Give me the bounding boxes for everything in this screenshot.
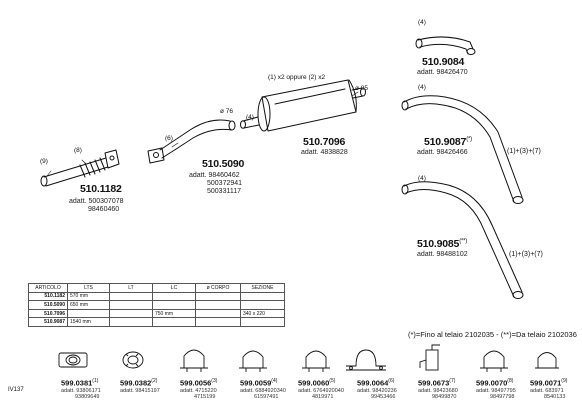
- table-cell: [195, 300, 241, 310]
- tailpipe-510-9085: [401, 181, 524, 299]
- table-cell: 750 mm: [152, 308, 196, 319]
- kit-510-9087: (1)+(3)+(7): [507, 148, 541, 155]
- part-code-510-9087: 510.9087(*): [424, 136, 472, 148]
- tailpipe-510-9084: [415, 36, 476, 55]
- table-cell: 1540 mm: [67, 317, 110, 327]
- table-cell: [152, 317, 196, 327]
- part-adapt-510-7096: adatt. 4838828: [301, 149, 348, 156]
- table-cell: 510.5090: [28, 300, 68, 310]
- table-row: 510.1182 570 mm: [28, 291, 285, 302]
- header-corpo: ø CORPO: [195, 283, 241, 293]
- table-cell: [109, 291, 153, 302]
- table-cell: [240, 317, 285, 327]
- kit-510-9085: (1)+(3)+(7): [509, 251, 543, 258]
- part-adapt-510-9084: adatt. 98426470: [417, 69, 468, 76]
- mid-pipe-510-5090: [147, 119, 236, 164]
- bottom-part-5: 599.0060(5) adatt. 6764920040 4819971: [298, 378, 344, 400]
- callout-4-top: (4): [418, 19, 426, 26]
- table-cell: [109, 308, 153, 319]
- table-cell: [152, 291, 196, 302]
- diameter-76: ø 76: [220, 108, 234, 115]
- callout-6: (6): [165, 135, 173, 142]
- part-code-510-1182: 510.1182: [80, 183, 122, 195]
- part-adapt-510-9085: adatt. 98488102: [417, 251, 468, 258]
- front-pipe-510-1182: [40, 149, 120, 187]
- header-sezione: SEZIONE: [240, 283, 285, 293]
- footer-code: IV137: [8, 387, 24, 393]
- bottom-part-8: 599.0070(8) adatt. 98497795 98497798: [476, 378, 516, 400]
- part-code-510-9084: 510.9084: [422, 56, 465, 68]
- table-cell: [109, 300, 153, 310]
- callout-4-middle: (4): [418, 84, 426, 91]
- bottom-part-2: 599.0382(2) adatt. 98415197: [120, 378, 160, 394]
- table-cell: 650 mm: [67, 300, 110, 310]
- flange-icon: [58, 352, 88, 368]
- part-adapt-510-5090: adatt. 98460462 500372941 500331117: [189, 172, 243, 195]
- callout-4-muffler: (4): [246, 114, 254, 121]
- clamp-icon: [180, 349, 208, 372]
- bottom-part-7: 599.0673(7) adatt. 98423680 98499870: [418, 378, 458, 400]
- diameter-85: ø 85: [355, 85, 369, 92]
- gasket-icon: [122, 351, 144, 369]
- hanger-icon: [419, 344, 440, 371]
- bottom-part-1: 599.0381(1) adatt. 93806171 93809649: [61, 378, 101, 400]
- frame-legend: (*)=Fino al telaio 2102035 - (**)=Da tel…: [408, 330, 577, 339]
- part-adapt-510-1182: adatt. 500307078 98460460: [69, 198, 124, 213]
- table-cell: [109, 317, 153, 327]
- part-adapt-510-9087: adatt. 98426466: [417, 149, 468, 156]
- spec-table: ARTICOLO LTS LT LC ø CORPO SEZIONE 510.1…: [28, 283, 285, 327]
- part-code-510-5090: 510.5090: [202, 158, 245, 170]
- clamp-icon: [302, 350, 330, 372]
- table-cell: 510.1182: [28, 291, 68, 302]
- header-lc: LC: [152, 283, 196, 293]
- table-cell: 510.9087: [28, 317, 68, 327]
- clamp-icon: [239, 350, 267, 372]
- clamp-icon: [535, 352, 559, 369]
- table-cell: 340 x 220: [240, 308, 285, 319]
- part-code-510-7096: 510.7096: [303, 136, 346, 148]
- table-cell: [240, 291, 285, 302]
- callout-4-bottom: (4): [418, 175, 426, 182]
- part-code-510-9085: 510.9085(**): [417, 238, 468, 250]
- table-cell: [240, 300, 285, 310]
- bottom-part-9: 599.0071(9) adatt. 683971 8540133: [530, 378, 568, 400]
- table-cell: [195, 317, 241, 327]
- header-lts: LTS: [67, 283, 110, 293]
- table-cell: [152, 300, 196, 310]
- table-cell: [67, 308, 110, 319]
- header-lt: LT: [109, 283, 153, 293]
- table-cell: [195, 308, 241, 319]
- table-cell: 570 mm: [67, 291, 110, 302]
- bottom-part-6: 599.0064(6) adatt. 98420236 99453466: [357, 378, 397, 400]
- clamp-icon: [480, 350, 508, 372]
- spec-table-header: ARTICOLO LTS LT LC ø CORPO SEZIONE: [28, 283, 285, 293]
- header-articolo: ARTICOLO: [28, 283, 68, 293]
- callout-8: (8): [74, 147, 82, 154]
- callout-9: (9): [40, 158, 48, 165]
- table-cell: [195, 291, 241, 302]
- muffler-510-7096: [240, 79, 366, 132]
- bracket-icon: [346, 349, 386, 371]
- muffler-clamp-note: (1) x2 oppure (2) x2: [268, 74, 326, 81]
- bottom-part-4: 599.0059(4) adatt. 6884920340 61597491: [240, 378, 286, 400]
- table-row: 510.5090 650 mm: [28, 300, 285, 310]
- table-cell: 510.7096: [28, 308, 68, 319]
- table-row: 510.9087 1540 mm: [28, 317, 285, 327]
- tailpipe-510-9087: [401, 95, 524, 204]
- table-row: 510.7096 750 mm 340 x 220: [28, 308, 285, 319]
- bottom-part-3: 599.0056(3) adatt. 4715220 4715199: [180, 378, 218, 400]
